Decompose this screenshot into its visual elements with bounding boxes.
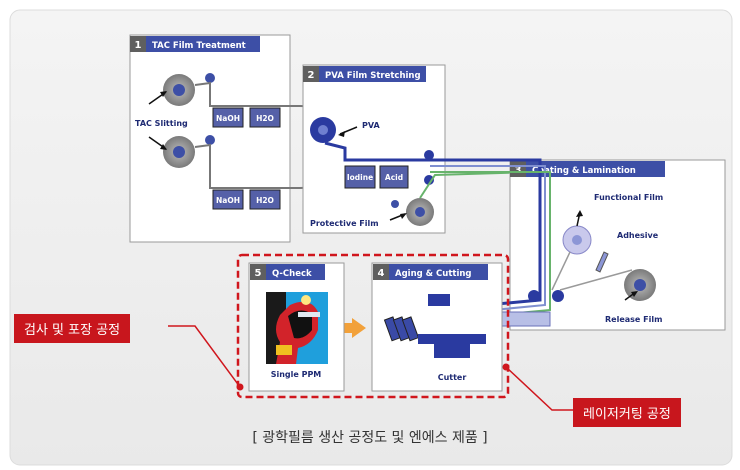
- protective-film-label: Protective Film: [310, 219, 379, 228]
- panel-1-header: [130, 36, 260, 52]
- adhesive-nozzle: [595, 251, 609, 273]
- h2o-tank-bottom: [249, 189, 281, 210]
- panel-3-number: 3: [515, 165, 522, 176]
- cutter-upper-block: [428, 294, 450, 306]
- panel-5-header: [250, 264, 325, 280]
- guide-roller: [424, 150, 434, 160]
- panel-1-title: TAC Film Treatment: [152, 41, 246, 51]
- iodine-tank: [344, 165, 376, 189]
- acid-tank: [379, 165, 409, 189]
- guide-roller: [205, 135, 215, 145]
- svg-text:NaOH: NaOH: [216, 196, 240, 205]
- flow-arrow: [340, 318, 366, 338]
- callout-inspection-packaging: 검사 및 포장 공정: [14, 314, 131, 343]
- lamination-roller: [528, 290, 540, 302]
- panel-2-header: [303, 66, 426, 82]
- svg-text:NaOH: NaOH: [216, 114, 240, 123]
- svg-text:Acid: Acid: [385, 173, 403, 182]
- callout-leader-laser: [505, 366, 575, 411]
- tac-slitting-label: TAC Slitting: [135, 119, 188, 128]
- panel-1-number-box: [130, 36, 146, 52]
- panel-4-number: 4: [378, 268, 385, 279]
- inspector-illustration: [266, 292, 328, 364]
- panel-2-number: 2: [308, 70, 315, 81]
- svg-text:Iodine: Iodine: [347, 173, 373, 182]
- h2o-tank-top: [249, 107, 281, 128]
- naoh-tank-top: [212, 107, 244, 128]
- naoh-tank-bottom: [212, 189, 244, 210]
- release-film-label: Release Film: [605, 315, 662, 324]
- figure-caption: [ 광학필름 생산 공정도 및 엔에스 제품 ]: [252, 430, 488, 446]
- panel-3-title: Coating & Lamination: [532, 166, 636, 176]
- panel-5-number: 5: [255, 268, 262, 279]
- adhesive-label: Adhesive: [617, 231, 659, 240]
- panel-4-title: Aging & Cutting: [395, 269, 472, 279]
- callout-leader-inspection: [168, 325, 241, 388]
- cutter-label: Cutter: [438, 373, 467, 382]
- panel-1-number: 1: [135, 40, 142, 51]
- panel-q-check: [248, 262, 345, 392]
- single-ppm-label: Single PPM: [271, 370, 322, 379]
- lamination-roller: [552, 290, 564, 302]
- callout-laser-cutting: 레이저커팅 공정: [573, 398, 681, 427]
- panel-2-title: PVA Film Stretching: [325, 71, 421, 81]
- panel-5-title: Q-Check: [272, 269, 312, 279]
- cutter-body: [418, 334, 486, 358]
- pva-label: PVA: [362, 121, 381, 130]
- panel-4-header: [373, 264, 488, 280]
- svg-text:H2O: H2O: [256, 114, 274, 123]
- guide-roller: [424, 175, 434, 185]
- svg-text:H2O: H2O: [256, 196, 274, 205]
- cut-sheets: [383, 316, 420, 342]
- functional-film-label: Functional Film: [594, 193, 663, 202]
- guide-roller: [205, 73, 215, 83]
- laser-process-highlight: [236, 253, 510, 399]
